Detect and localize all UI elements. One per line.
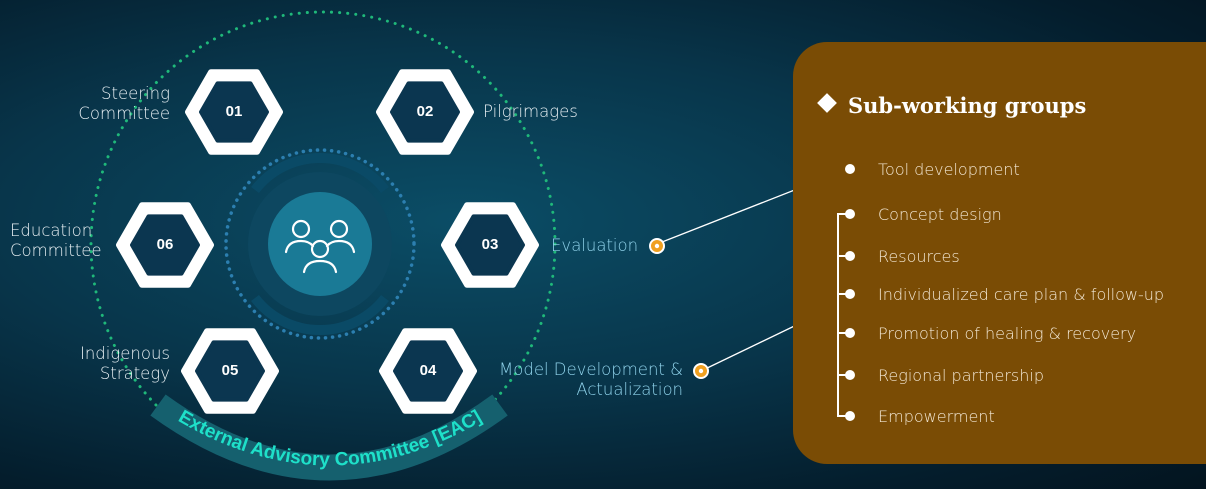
panel-title: Sub-working groups <box>848 93 1087 118</box>
inner-arc-bottom <box>251 294 389 336</box>
hex-number-04: 04 <box>419 362 437 379</box>
hexagon-3-core <box>455 214 525 276</box>
sub-item-empowerment: Empowerment <box>878 407 995 426</box>
committee-label-06: Education Committee <box>10 221 102 260</box>
hex-number-01: 01 <box>225 103 243 120</box>
committee-label-05: Indigenous Strategy <box>79 344 170 383</box>
committee-label-03: Evaluation <box>551 236 639 255</box>
hex-number-06: 06 <box>156 236 174 253</box>
hexagon-2-core <box>390 81 460 143</box>
sub-item-concept-design: Concept design <box>878 205 1002 224</box>
model-dev-marker-dot <box>698 368 704 374</box>
group-people-icon <box>284 219 356 274</box>
sub-item-regional-partnership: Regional partnership <box>878 366 1045 385</box>
sub-item-healing-recovery: Promotion of healing & recovery <box>878 324 1137 343</box>
sub-item-care-plan: Individualized care plan & follow-up <box>878 285 1165 304</box>
sub-working-groups-panel <box>793 42 1206 464</box>
hex-number-02: 02 <box>416 103 434 120</box>
hex-number-05: 05 <box>221 362 239 379</box>
eac-arc-label-text: External Advisory Committee [EAC] <box>175 407 486 471</box>
committee-label-04: Model Development & Actualization <box>499 360 683 399</box>
eac-band <box>150 394 508 481</box>
sub-item-tool-development: Tool development <box>878 160 1020 179</box>
sub-item-resources: Resources <box>878 247 960 266</box>
hexagon-6-core <box>130 214 200 276</box>
inner-arc-top <box>251 152 389 194</box>
hexagon-5-core <box>195 340 265 402</box>
hex-number-03: 03 <box>481 236 499 253</box>
inner-dotted-ring <box>224 148 416 340</box>
eac-arc-label: External Advisory Committee [EAC] <box>175 407 486 471</box>
hexagon-1-core <box>199 81 269 143</box>
hexagon-4-core <box>393 340 463 402</box>
evaluation-marker-dot <box>654 243 660 249</box>
center-circle <box>268 192 372 296</box>
committee-label-01: Steering Committee <box>78 84 170 123</box>
committee-label-02: Pilgrimages <box>483 102 578 121</box>
